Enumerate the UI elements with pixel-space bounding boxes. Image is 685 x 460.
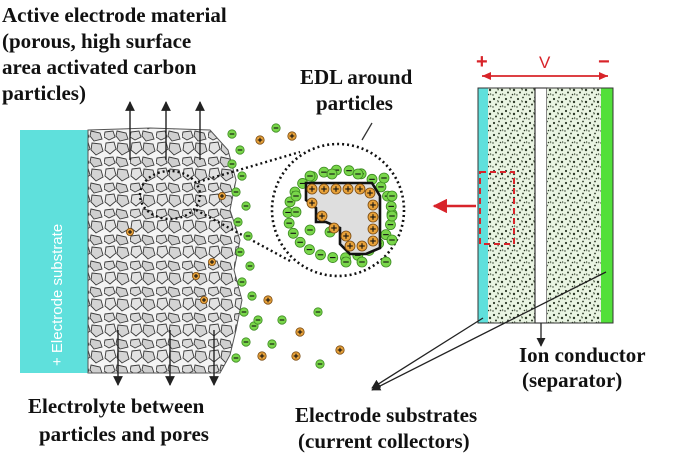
edl-positive-ion: [318, 183, 330, 195]
edl-negative-ion: [290, 206, 302, 218]
substrates-label: Electrode substrates (current collectors…: [295, 403, 482, 453]
negative-ion: [315, 359, 325, 369]
positive-ion: [287, 131, 297, 141]
edl-positive-ion: [328, 222, 340, 234]
negative-ion: [231, 187, 241, 197]
negative-ion: [245, 261, 255, 271]
edl-label: EDL around particles: [300, 65, 418, 115]
negative-ion: [247, 291, 257, 301]
edl-positive-ion: [367, 199, 379, 211]
edl-positive-ion: [330, 183, 342, 195]
electrode-substrate-bar: [20, 130, 88, 373]
edl-positive-ion: [340, 230, 352, 242]
edl-negative-ion: [327, 252, 339, 263]
positive-ion: [295, 327, 305, 337]
edl-negative-ion: [385, 200, 397, 212]
negative-ion: [231, 353, 241, 363]
edl-negative-ion: [304, 244, 315, 255]
magnified-region-outline: [138, 169, 202, 221]
edl-negative-ion: [304, 170, 316, 182]
edl-positive-ion: [364, 187, 376, 199]
edl-negative-ion: [315, 249, 326, 261]
highlight-box: [479, 171, 515, 245]
separator: [534, 87, 548, 324]
voltage-label: V: [539, 53, 551, 72]
edl-negative-ion: [283, 217, 295, 229]
edl-negative-ion: [294, 236, 306, 248]
edl-positive-ion: [354, 183, 366, 195]
substrate-pointer-right: [371, 271, 607, 391]
edl-negative-ion: [304, 224, 316, 236]
negative-electrode-carbon: [547, 88, 601, 323]
electrode-substrate-label: + Electrode substrate: [49, 224, 66, 366]
edl-negative-ion: [343, 165, 355, 177]
edl-negative-ion: [356, 256, 368, 268]
edl-positive-layer: [306, 183, 379, 252]
edl-negative-ion: [287, 227, 299, 239]
edl-positive-ion: [306, 183, 318, 195]
edl-negative-ion: [386, 210, 398, 222]
negative-ion: [227, 159, 237, 169]
edl-negative-ion: [326, 168, 338, 180]
edl-negative-ion: [378, 172, 390, 184]
edl-positive-ion: [316, 210, 328, 222]
porous-carbon-layer: [87, 127, 243, 374]
edl-negative-ion: [380, 256, 392, 268]
active-material-label: Active electrode material (porous, high …: [2, 3, 232, 105]
edl-positive-ion: [306, 197, 318, 209]
negative-ion: [277, 315, 287, 325]
ion-conductor-label: Ion conductor (separator): [519, 343, 650, 392]
edl-negative-ion: [290, 190, 302, 202]
positive-ion: [126, 227, 135, 236]
edl-negative-ion: [386, 234, 398, 246]
edl-positive-ion: [367, 223, 379, 235]
positive-ion: [255, 135, 265, 145]
negative-ion: [237, 277, 247, 287]
edl-positive-ion: [344, 240, 356, 252]
positive-ion: [335, 345, 345, 355]
edl-particle: [304, 181, 382, 256]
negative-ion: [271, 123, 281, 133]
edl-positive-ion: [356, 240, 368, 252]
positive-ion: [257, 351, 267, 361]
negative-terminal-sign: −: [598, 51, 610, 73]
positive-ion: [199, 295, 208, 304]
negative-ion: [253, 315, 263, 325]
negative-ion: [313, 307, 323, 317]
positive-ion: [207, 257, 216, 266]
positive-ion: [217, 191, 226, 200]
positive-collector: [478, 88, 488, 323]
positive-terminal-sign: +: [476, 51, 488, 73]
edl-pointer-line: [361, 122, 373, 141]
negative-ion: [227, 129, 237, 139]
edl-positive-ion: [367, 211, 379, 223]
negative-ion: [243, 231, 253, 241]
edl-positive-ion: [367, 235, 379, 247]
edl-negative-ion: [352, 168, 364, 180]
negative-ion: [235, 247, 245, 257]
positive-ion: [191, 271, 200, 280]
positive-electrode-carbon: [488, 88, 535, 323]
electrolyte-label: Electrolyte between particles and pores: [28, 394, 210, 446]
electrolyte-ions: [126, 123, 345, 369]
cell-outline: [477, 87, 614, 324]
negative-ion: [241, 201, 251, 211]
negative-ion: [267, 339, 277, 349]
edl-negative-ion: [340, 256, 352, 268]
negative-collector: [601, 88, 613, 323]
negative-ion: [233, 217, 243, 227]
positive-ion: [263, 295, 273, 305]
substrate-pointer-left: [371, 317, 484, 389]
zoom-line-bottom: [195, 208, 293, 264]
edl-negative-ion: [386, 190, 398, 202]
positive-ion: [291, 351, 301, 361]
negative-ion: [241, 337, 251, 347]
edl-positive-ion: [342, 183, 354, 195]
negative-ion: [235, 145, 245, 155]
negative-ion: [237, 171, 247, 181]
negative-ion: [239, 307, 249, 317]
